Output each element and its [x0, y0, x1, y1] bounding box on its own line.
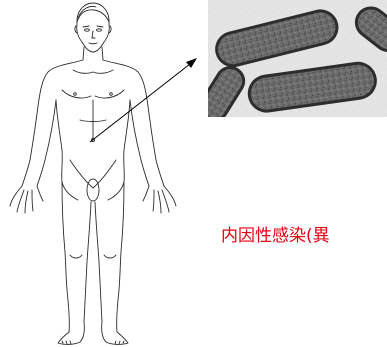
arrow-icon [186, 58, 197, 68]
caption-text: 内因性感染(異 [221, 226, 330, 246]
bacteria-micrograph [208, 0, 387, 117]
human-body-figure [0, 0, 185, 347]
